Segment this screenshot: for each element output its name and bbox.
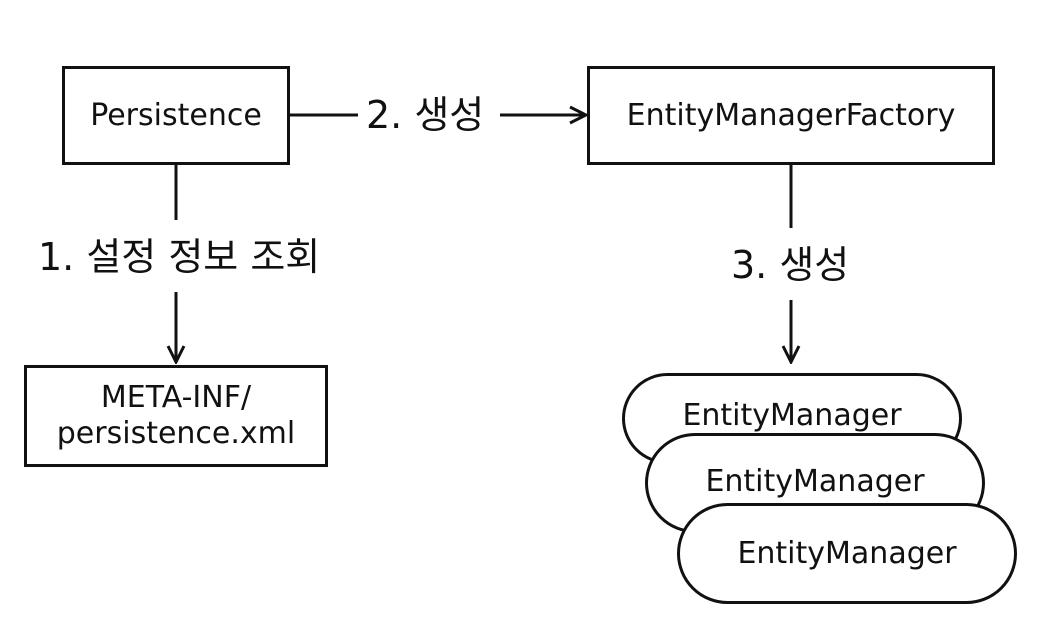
entity-manager-node-3-label: EntityManager <box>737 535 957 571</box>
persistence-xml-node: META-INF/ persistence.xml <box>24 365 328 467</box>
entity-manager-node-3: EntityManager <box>677 503 1017 604</box>
entity-manager-factory-node-label: EntityManagerFactory <box>626 97 956 133</box>
edge-label-step2: 2. 생성 <box>366 93 485 137</box>
edge-label-step3: 3. 생성 <box>731 243 850 287</box>
persistence-xml-node-label: META-INF/ persistence.xml <box>56 380 296 451</box>
edge-label-step1: 1. 설정 정보 조회 <box>38 235 321 279</box>
persistence-node: Persistence <box>62 66 290 165</box>
persistence-node-label: Persistence <box>90 97 262 133</box>
entity-manager-node-2-label: EntityManager <box>705 464 925 499</box>
entity-manager-node-1-label: EntityManager <box>682 398 902 433</box>
entity-manager-factory-node: EntityManagerFactory <box>587 66 995 165</box>
